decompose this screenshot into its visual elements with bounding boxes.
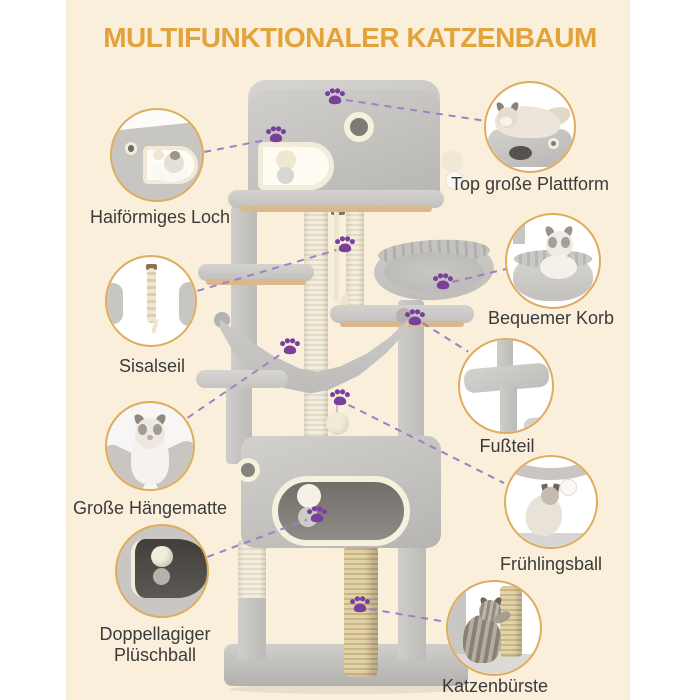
wall-edge xyxy=(448,582,467,674)
feature-photo-top-grosse-plattform xyxy=(484,81,576,173)
plush-ball xyxy=(151,545,173,568)
feature-label: Große Hängematte xyxy=(72,498,228,518)
arch-inner xyxy=(506,457,596,468)
sisal-post xyxy=(238,540,266,602)
platform xyxy=(228,190,444,208)
feature-label: Bequemer Korb xyxy=(487,308,615,328)
sisal-post xyxy=(346,206,364,310)
cat-marking xyxy=(548,237,557,249)
plush-post xyxy=(398,540,426,660)
spring-ball xyxy=(326,412,349,435)
cat-marking xyxy=(153,423,163,435)
feature-label: Haiförmiges Loch xyxy=(89,207,231,227)
feature-photo-doppellagiger-plueschball xyxy=(115,524,209,618)
cat-marking xyxy=(561,237,570,249)
feature-photo-fussteil xyxy=(458,338,554,434)
cat-muzzle xyxy=(500,117,513,127)
spring-ball xyxy=(560,478,578,496)
feature-photo-katzenbuerste xyxy=(446,580,542,676)
plush-ball xyxy=(276,150,296,170)
sisal-post xyxy=(304,206,328,444)
feature-photo-haifoermiges-loch xyxy=(110,108,204,202)
feature-label: Katzenbürste xyxy=(441,676,549,696)
feature-label: Fußteil xyxy=(479,436,535,456)
post-edge xyxy=(512,215,526,245)
feature-photo-fruehlingsball xyxy=(504,455,598,549)
cat-marking xyxy=(169,151,181,161)
feature-photo-sisalseil xyxy=(105,255,197,347)
shark-shaped-hole xyxy=(258,142,334,190)
paw-icon xyxy=(323,85,347,109)
wood-edge xyxy=(240,206,432,212)
paw-icon xyxy=(403,306,427,330)
plush-ball xyxy=(297,484,321,508)
plush-ball xyxy=(153,149,165,161)
plush-ball xyxy=(445,171,464,190)
spring-wire xyxy=(336,396,338,416)
cat-nose xyxy=(146,434,154,440)
plush-ball xyxy=(441,150,463,172)
feature-label: Frühlingsball xyxy=(499,554,603,574)
cat-body xyxy=(462,615,502,663)
feature-photo-grosse-haengematte xyxy=(105,401,195,491)
round-peek-hole xyxy=(547,137,560,149)
floor xyxy=(506,532,596,547)
plush-ball xyxy=(277,167,294,184)
cat-brush xyxy=(499,585,522,658)
feature-label: Sisalseil xyxy=(118,356,186,376)
paw-icon xyxy=(328,386,352,410)
platform-edge xyxy=(179,281,195,326)
wood-edge xyxy=(206,279,306,285)
paw-icon xyxy=(431,270,455,294)
plush-post xyxy=(496,340,514,368)
paw-icon xyxy=(264,123,288,147)
feature-label: Top große Plattform xyxy=(450,174,610,194)
plush-post xyxy=(238,598,266,660)
photo-background xyxy=(112,110,202,132)
oval-opening xyxy=(272,476,410,546)
paw-icon xyxy=(278,335,302,359)
sisal-rope xyxy=(334,210,339,302)
shark-eye-hole xyxy=(124,142,138,155)
sisal-rope xyxy=(147,268,156,323)
paw-icon xyxy=(348,593,372,617)
hammock-knob xyxy=(396,308,412,324)
opening-dark xyxy=(508,146,532,161)
cat-chest xyxy=(540,255,577,280)
round-peek-hole xyxy=(344,112,374,142)
paw-icon xyxy=(305,503,329,527)
base-shadow xyxy=(230,684,460,694)
cat-marking xyxy=(137,423,147,435)
platform-edge xyxy=(107,283,123,324)
feature-photo-bequemer-korb xyxy=(505,213,601,309)
basket-inner xyxy=(384,252,484,292)
feature-label: Doppellagiger Plüschball xyxy=(99,624,211,665)
platform-step xyxy=(523,415,552,432)
cat-head xyxy=(541,486,560,505)
round-peek-hole xyxy=(236,458,260,482)
page-title: MULTIFUNKTIONALER KATZENBAUM xyxy=(103,22,597,53)
plush-post xyxy=(500,386,518,432)
plush-ball xyxy=(153,568,171,586)
rope-cap xyxy=(145,264,158,271)
paw-icon xyxy=(333,233,357,257)
wood-edge xyxy=(340,321,464,327)
